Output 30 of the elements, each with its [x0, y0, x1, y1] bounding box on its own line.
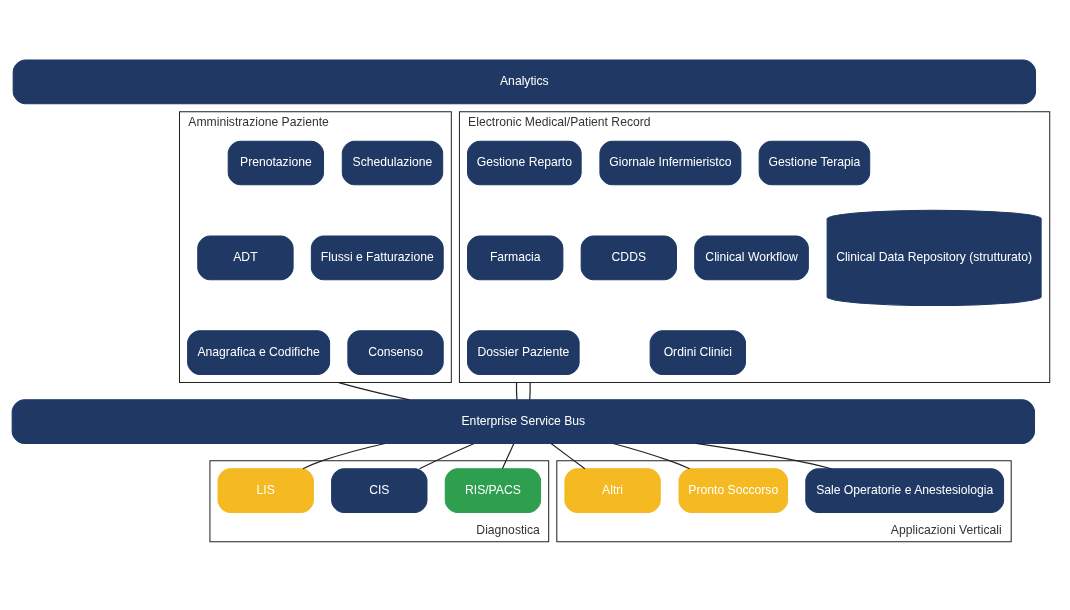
- node-box: Gestione Reparto: [467, 140, 582, 186]
- node-box: Flussi e Fatturazione: [310, 235, 444, 281]
- connector: [529, 381, 531, 401]
- node-box: Enterprise Service Bus: [11, 399, 1036, 444]
- node-box: Clinical Workflow: [694, 235, 809, 281]
- node-box: RIS/PACS: [444, 468, 542, 513]
- connector: [695, 442, 833, 470]
- node-box: Schedulazione: [341, 140, 444, 186]
- connector: [550, 442, 586, 470]
- connector: [302, 442, 386, 470]
- node-box: Anagrafica e Codifiche: [187, 330, 331, 375]
- node-box: CDDS: [580, 235, 677, 281]
- node-box: Prenotazione: [227, 140, 325, 186]
- node-box: Gestione Terapia: [758, 140, 871, 186]
- node-box: Ordini Clinici: [649, 330, 746, 375]
- connector: [501, 442, 515, 470]
- node-box: LIS: [217, 468, 314, 513]
- node-box: Altri: [564, 468, 661, 513]
- connector: [418, 442, 475, 470]
- node-box: Consenso: [347, 330, 444, 375]
- node-box: Giornale Infermieristco: [599, 140, 742, 186]
- node-box: CIS: [331, 468, 428, 513]
- connector: [612, 442, 691, 470]
- connector: [338, 381, 411, 401]
- node-box: Analytics: [12, 59, 1037, 105]
- node-box: Dossier Paziente: [467, 330, 580, 375]
- node-box: Farmacia: [467, 235, 564, 281]
- node-box: Sale Operatorie e Anestesiologia: [805, 468, 1005, 513]
- node-box: ADT: [197, 235, 294, 281]
- node-box: Pronto Soccorso: [678, 468, 789, 513]
